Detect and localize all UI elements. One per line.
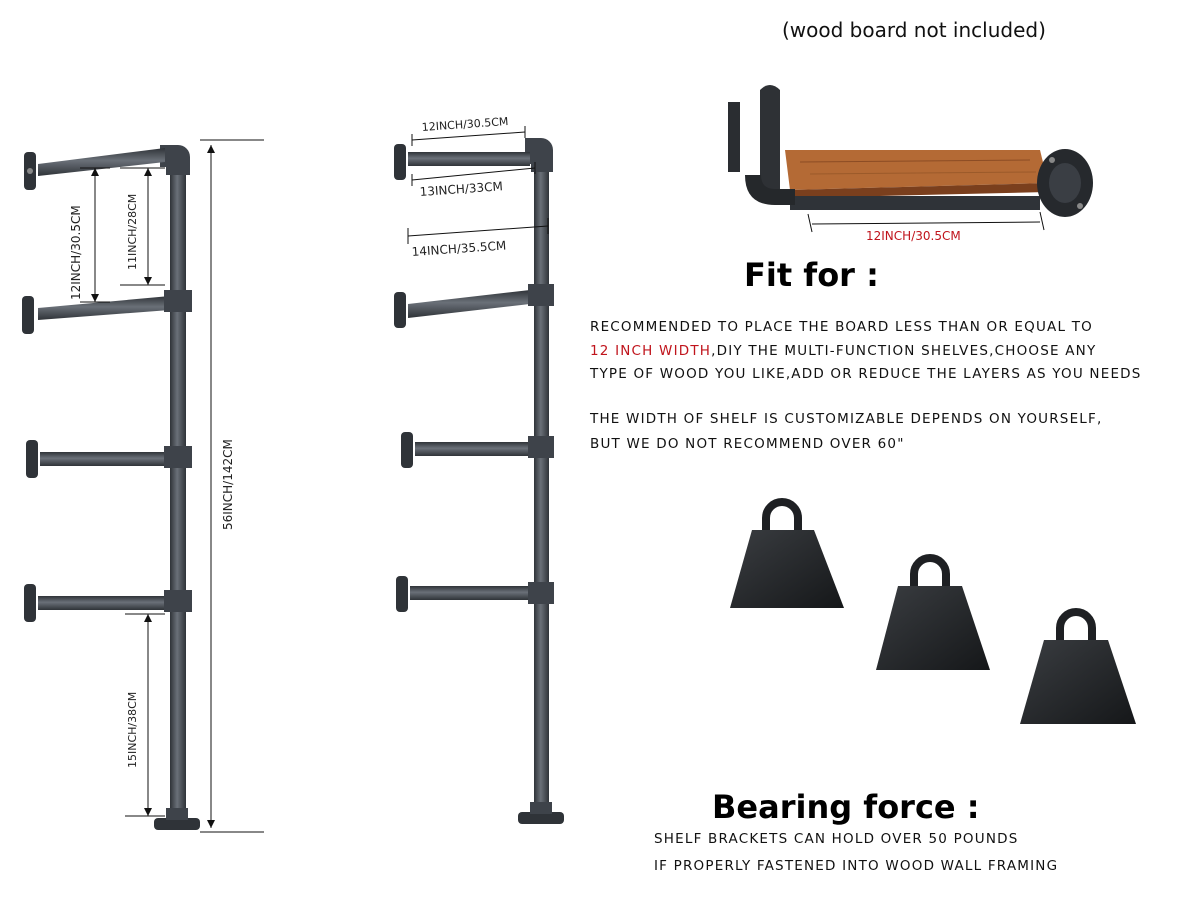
first-gap-inner-label: 11INCH/28CM [126,194,139,270]
arm-top-label: 12INCH/30.5CM [421,115,508,134]
arm-mid-label: 13INCH/33CM [419,179,503,199]
arm-outer-label: 14INCH/35.5CM [411,238,506,259]
wood-board-note: (wood board not included) [782,18,1046,42]
upright-pipe [170,160,186,820]
top-elbow-2 [525,138,553,172]
full-height-label: 56INCH/142CM [221,439,235,530]
wood-board [785,150,1048,190]
arm-2-3 [401,432,554,468]
fit-for-line-4: THE WIDTH OF SHELF IS CUSTOMIZABLE DEPEN… [590,411,1103,427]
weight-3-icon [1020,608,1136,724]
bearing-line-2: IF PROPERLY FASTENED INTO WOOD WALL FRAM… [654,858,1059,874]
bearing-line-1: SHELF BRACKETS CAN HOLD OVER 50 POUNDS [654,831,1019,847]
arm-2-4 [396,576,554,612]
bottom-gap-label: 15INCH/38CM [126,692,139,768]
left-bracket-diagram: 56INCH/142CM 12INCH/30.5CM 11INCH/28CM 1… [22,139,264,833]
weight-1-icon [730,498,844,608]
fit-for-highlight: 12 INCH WIDTH [590,343,712,359]
wall-flange [1037,149,1093,217]
fit-for-line-5: BUT WE DO NOT RECOMMEND OVER 60" [590,436,905,452]
arm-3 [26,440,192,478]
upright-pipe-2 [534,150,549,815]
arm-2 [22,290,192,334]
fit-for-line-2: 12 INCH WIDTH,DIY THE MULTI-FUNCTION SHE… [590,343,1096,359]
foot-flange-2 [518,812,564,824]
arm-2-1 [394,144,530,180]
arm-1 [24,148,165,190]
arm-4 [24,584,192,622]
fit-for-line-1: RECOMMENDED TO PLACE THE BOARD LESS THAN… [590,319,1093,335]
bearing-force-heading: Bearing force : [712,788,980,826]
top-elbow [160,145,190,175]
weight-2-icon [876,554,990,670]
arm-2-2 [394,284,554,328]
fit-for-line-3: TYPE OF WOOD YOU LIKE,ADD OR REDUCE THE … [590,366,1142,382]
first-gap-outer-label: 12INCH/30.5CM [69,205,83,300]
fit-for-heading: Fit for : [744,256,879,294]
foot-flange [154,818,200,830]
fit-for-line-2-rest: ,DIY THE MULTI-FUNCTION SHELVES,CHOOSE A… [711,343,1097,359]
shelf-depth-label: 12INCH/30.5CM [866,229,961,243]
